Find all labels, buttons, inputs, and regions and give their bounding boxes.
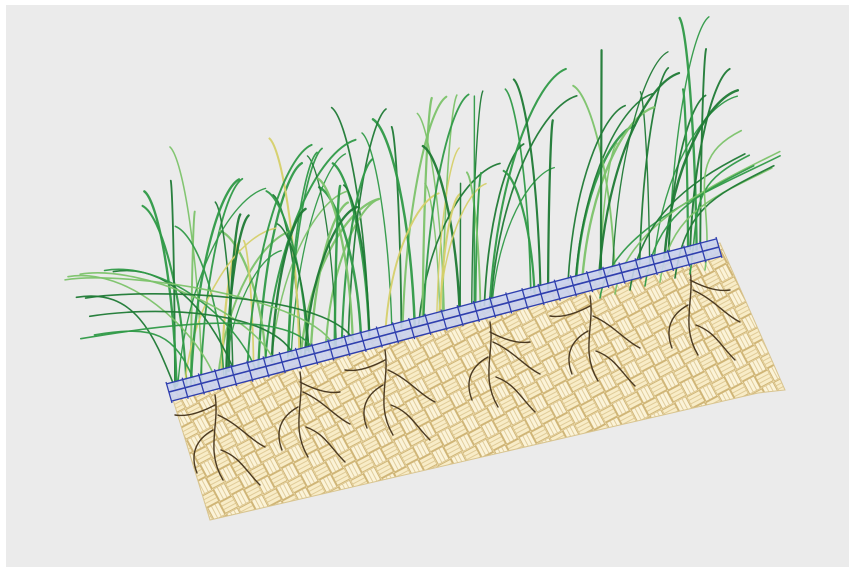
grass-blade <box>76 296 175 388</box>
grass-blade <box>423 98 432 324</box>
grass-blade <box>94 331 195 383</box>
grass-blade <box>144 191 176 385</box>
grass-blade <box>514 80 541 288</box>
grass-blade <box>548 120 553 290</box>
grass-blade <box>568 106 625 280</box>
grass-blade <box>373 119 415 326</box>
grass-blade <box>417 113 444 314</box>
grass-blade <box>247 145 311 366</box>
woven-mat <box>170 243 785 520</box>
